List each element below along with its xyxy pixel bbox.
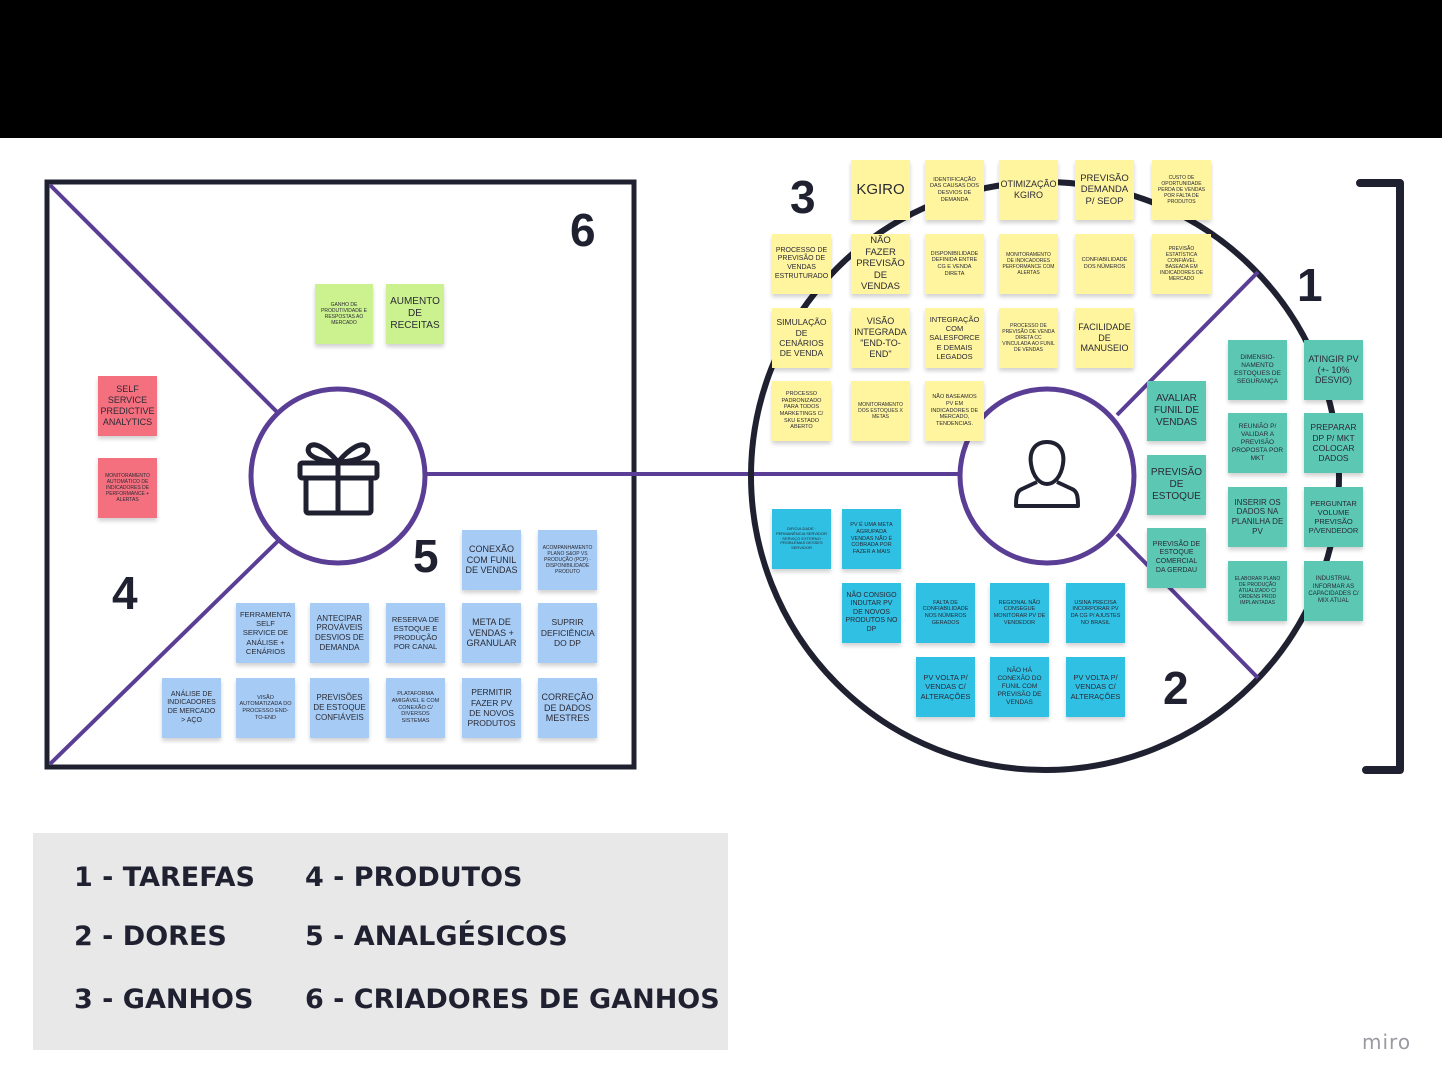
gain-note[interactable]: KGIRO <box>851 160 910 220</box>
gain-note[interactable]: SIMULAÇÃO DE CENÁRIOS DE VENDA <box>772 308 831 368</box>
pain-note[interactable]: NÃO CONSIGO INDUTAR PV DE NOVOS PRODUTOS… <box>842 583 901 643</box>
pain-reliever-note[interactable]: VISÃO AUTOMATIZADA DO PROCESSO END-TO-EN… <box>236 678 295 738</box>
job-note[interactable]: INSERIR OS DADOS NA PLANILHA DE PV <box>1228 487 1287 547</box>
pain-reliever-note[interactable]: ANÁLISE DE INDICADORES DE MERCADO > AÇO <box>162 678 221 738</box>
legend-item-6: 6 - CRIADORES DE GANHOS <box>305 984 720 1015</box>
pain-reliever-note[interactable]: ANTECIPAR PROVÁVEIS DESVIOS DE DEMANDA <box>310 603 369 663</box>
job-note[interactable]: PREVISÃO DE ESTOQUE COMERCIAL DA GERDAU <box>1147 528 1206 588</box>
gain-note[interactable]: INTEGRAÇÃO COM SALESFORCE E DEMAIS LEGAD… <box>925 308 984 368</box>
gain-note[interactable]: DISPONIBILIDADE DEFINIDA ENTRE CG E VEND… <box>925 234 984 294</box>
pain-reliever-note[interactable]: PREVISÕES DE ESTOQUE CONFIÁVEIS <box>310 678 369 738</box>
gain-creator-note[interactable]: GANHO DE PRODUTIVIDADE E RESPOSTAS AO ME… <box>315 284 373 344</box>
customer-circle <box>957 386 1137 566</box>
gain-note[interactable]: MONITORAMENTO DE INDICADORES PERFORMANCE… <box>999 234 1058 294</box>
pain-note[interactable]: REGIONAL NÃO CONSEGUE MONITORAR PV DE VE… <box>990 583 1049 643</box>
gain-note[interactable]: NÃO FAZER PREVISÃO DE VENDAS <box>851 234 910 294</box>
product-note[interactable]: SELF SERVICE PREDICTIVE ANALYTICS <box>98 376 157 436</box>
job-note[interactable]: DIMENSIO-NAMENTO ESTOQUES DE SEGURANÇA <box>1228 340 1287 400</box>
pain-reliever-note[interactable]: SUPRIR DEFICIÊNCIA DO DP <box>538 603 597 663</box>
gain-note[interactable]: PREVISÃO DEMANDA P/ SEOP <box>1075 160 1134 220</box>
value-map-line-bottom <box>48 539 280 766</box>
miro-logo: miro <box>1362 1030 1412 1054</box>
gain-note[interactable]: PROCESSO DE PREVISÃO DE VENDAS ESTRUTURA… <box>772 234 831 294</box>
job-note[interactable]: ELABORAR PLANO DE PRODUÇÃO ATUALIZADO C/… <box>1228 561 1287 621</box>
job-note[interactable]: ATINGIR PV (+- 10% DESVIO) <box>1304 340 1363 400</box>
section-number-2: 2 <box>1163 662 1189 714</box>
pain-note[interactable]: NÃO HÁ CONEXÃO DO FUNIL COM PREVISÃO DE … <box>990 657 1049 717</box>
product-note[interactable]: MONITORAMENTO AUTOMÁTICO DE INDICADORES … <box>98 458 157 518</box>
legend-item-4: 4 - PRODUTOS <box>305 862 523 893</box>
section-number-1: 1 <box>1297 259 1323 311</box>
gain-note[interactable]: CONFIABILIDADE DOS NÚMEROS <box>1075 234 1134 294</box>
gain-note[interactable]: PROCESSO PADRONIZADO PARA TODOS MARKETIN… <box>772 381 831 441</box>
right-bracket <box>1356 179 1404 774</box>
pain-note[interactable]: PV É UMA META AGRUPADA VENDAS NÃO É COBR… <box>842 509 901 569</box>
pain-reliever-note[interactable]: RESERVA DE ESTOQUE E PRODUÇÃO POR CANAL <box>386 603 445 663</box>
job-note[interactable]: PREPARAR DP P/ MKT COLOCAR DADOS <box>1304 413 1363 473</box>
pain-reliever-note[interactable]: ACOMPANHAMENTO PLANO S&OP VS PRODUÇÃO (P… <box>538 530 597 590</box>
gain-note[interactable]: CUSTO DE OPORTUNIDADE PERDA DE VENDAS PO… <box>1152 160 1211 220</box>
section-number-4: 4 <box>112 567 138 619</box>
gain-note[interactable]: VISÃO INTEGRADA "END-TO-END" <box>851 308 910 368</box>
gain-note[interactable]: FACILIDADE DE MANUSEIO <box>1075 308 1134 368</box>
legend-item-3: 3 - GANHOS <box>74 984 254 1015</box>
legend-item-1: 1 - TAREFAS <box>74 862 255 893</box>
legend-panel <box>33 833 728 1050</box>
gift-icon <box>297 442 380 516</box>
pain-reliever-note[interactable]: FERRAMENTA SELF SERVICE DE ANÁLISE + CEN… <box>236 603 295 663</box>
section-number-3: 3 <box>790 171 816 223</box>
gain-note[interactable]: PROCESSO DE PREVISÃO DE VENDA DIRETA CC … <box>999 308 1058 368</box>
job-note[interactable]: AVALIAR FUNIL DE VENDAS <box>1147 381 1206 441</box>
job-note[interactable]: INDUSTRIAL INFORMAR AS CAPACIDADES C/ MI… <box>1304 561 1363 621</box>
section-number-6: 6 <box>570 204 596 256</box>
section-number-5: 5 <box>413 530 439 582</box>
gain-note[interactable]: MONITORAMENTO DOS ESTOQUES X METAS <box>851 381 910 441</box>
pain-note[interactable]: DIFICULDADE · PERMANÊNCIA SERVIDOR · SER… <box>772 509 831 569</box>
profile-line-bottom <box>1115 532 1260 680</box>
legend-item-5: 5 - ANALGÉSICOS <box>305 921 568 952</box>
gain-note[interactable]: OTIMIZAÇÃO KGIRO <box>999 160 1058 220</box>
pain-note[interactable]: FALTA DE CONFIABILIDADE NOS NÚMEROS GERA… <box>916 583 975 643</box>
job-note[interactable]: REUNIÃO P/ VALIDAR A PREVISÃO PROPOSTA P… <box>1228 413 1287 473</box>
pain-reliever-note[interactable]: PERMITIR FAZER PV DE NOVOS PRODUTOS <box>462 678 521 738</box>
value-map-line-top <box>48 183 280 415</box>
pain-reliever-note[interactable]: META DE VENDAS + GRANULAR <box>462 603 521 663</box>
gain-note[interactable]: PREVISÃO ESTATÍSTICA CONFIÁVEL BASEADA E… <box>1152 234 1211 294</box>
user-icon <box>1014 440 1080 508</box>
pain-note[interactable]: PV VOLTA P/ VENDAS C/ ALTERAÇÕES <box>916 657 975 717</box>
pain-note[interactable]: USINA PRECISA INCORPORAR PV DA CG P/ AJU… <box>1066 583 1125 643</box>
gain-note[interactable]: NÃO BASEAMOS PV EM INDICADORES DE MERCAD… <box>925 381 984 441</box>
pain-note[interactable]: PV VOLTA P/ VENDAS C/ ALTERAÇÕES <box>1066 657 1125 717</box>
job-note[interactable]: PERGUNTAR VOLUME PREVISÃO P/VENDEDOR <box>1304 487 1363 547</box>
top-black-bar <box>0 0 1442 138</box>
pain-reliever-note[interactable]: CONEXÃO COM FUNIL DE VENDAS <box>462 530 521 590</box>
job-note[interactable]: PREVISÃO DE ESTOQUE <box>1147 455 1206 515</box>
gain-creator-note[interactable]: AUMENTO DE RECEITAS <box>386 284 444 344</box>
profile-line-top <box>1115 270 1260 417</box>
pain-reliever-note[interactable]: CORREÇÃO DE DADOS MESTRES <box>538 678 597 738</box>
legend-item-2: 2 - DORES <box>74 921 227 952</box>
gain-note[interactable]: IDENTIFICAÇÃO DAS CAUSAS DOS DESVIOS DE … <box>925 160 984 220</box>
pain-reliever-note[interactable]: PLATAFORMA AMIGÁVEL E COM CONEXÃO C/ DIV… <box>386 678 445 738</box>
